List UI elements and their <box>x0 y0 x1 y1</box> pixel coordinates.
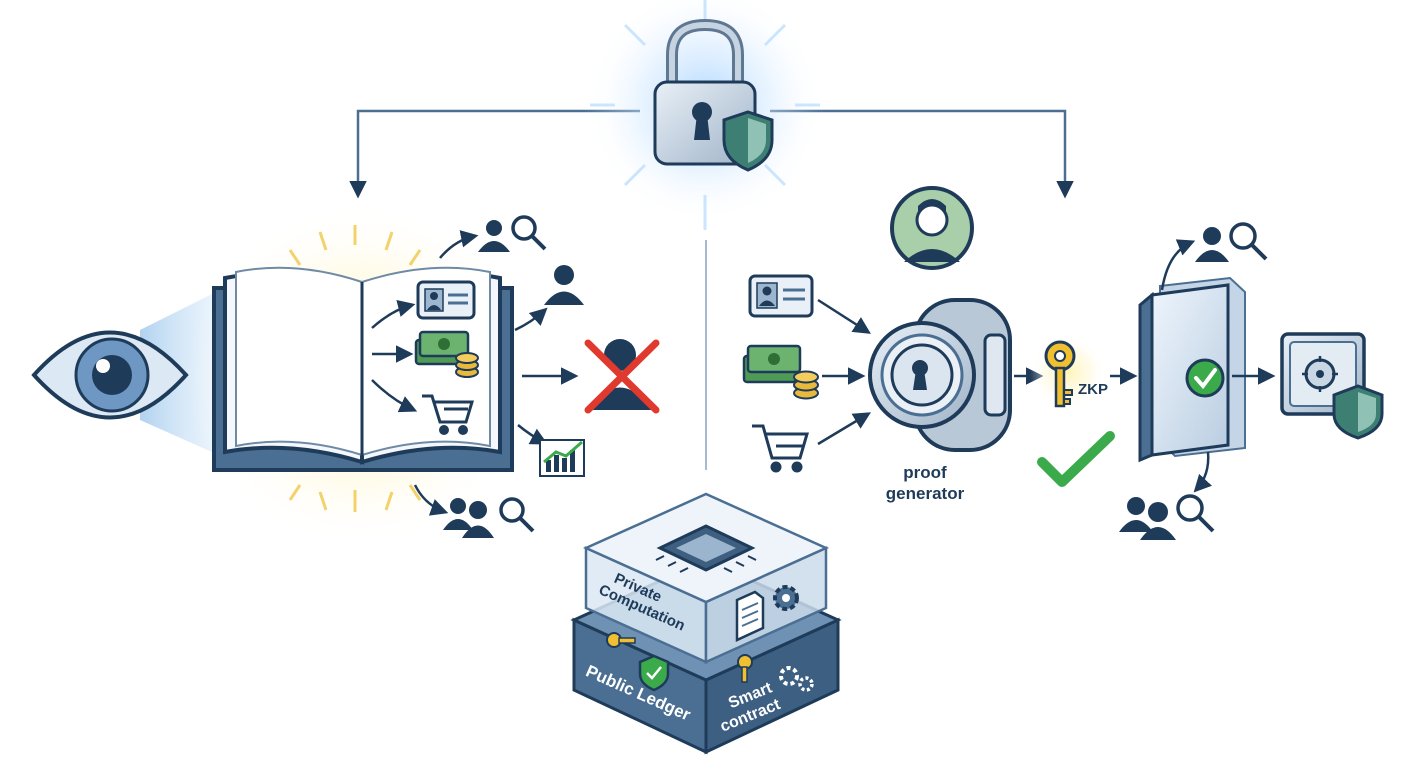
group-search-icon <box>443 497 535 538</box>
padlock-shield-icon <box>585 0 825 230</box>
verified-ledger-book-icon <box>1138 276 1246 463</box>
id-card-icon <box>748 274 814 318</box>
safe-shield-icon <box>1280 332 1384 440</box>
padlock-connectors <box>349 109 1074 199</box>
gear-icon <box>773 585 799 611</box>
left-flow-arrows <box>371 230 579 516</box>
proof-generator-label: generator <box>886 484 965 503</box>
user-icon <box>544 265 584 305</box>
money-stack-icon <box>414 330 479 378</box>
growth-chart-icon <box>539 439 585 477</box>
eye-icon <box>31 330 189 420</box>
group-search-icon <box>1119 494 1215 540</box>
contract-key-icon <box>737 654 753 683</box>
user-search-icon <box>478 215 547 252</box>
right-flow-arrows <box>1160 239 1276 493</box>
cpu-chip-icon <box>655 524 757 573</box>
shopping-cart-icon <box>752 424 809 473</box>
denied-user-icon <box>584 339 660 414</box>
zkp-key-icon <box>1030 334 1106 410</box>
check-icon <box>1037 431 1115 487</box>
id-card-icon <box>416 280 476 320</box>
gear-icon <box>779 666 814 692</box>
ledger-shield-icon <box>638 654 670 692</box>
document-icon <box>735 590 765 642</box>
shopping-cart-icon <box>422 394 475 435</box>
ledger-key-icon <box>606 632 636 648</box>
user-search-icon <box>1195 222 1268 262</box>
open-book-icon <box>187 200 537 550</box>
money-stack-icon <box>742 344 819 400</box>
proof-input-arrows <box>817 298 872 446</box>
avatar-icon <box>890 186 974 270</box>
proof-generator-vault-icon <box>868 298 1012 452</box>
zkp-label: ZKP <box>1078 381 1108 398</box>
proof-generator-label: proof <box>903 463 947 482</box>
